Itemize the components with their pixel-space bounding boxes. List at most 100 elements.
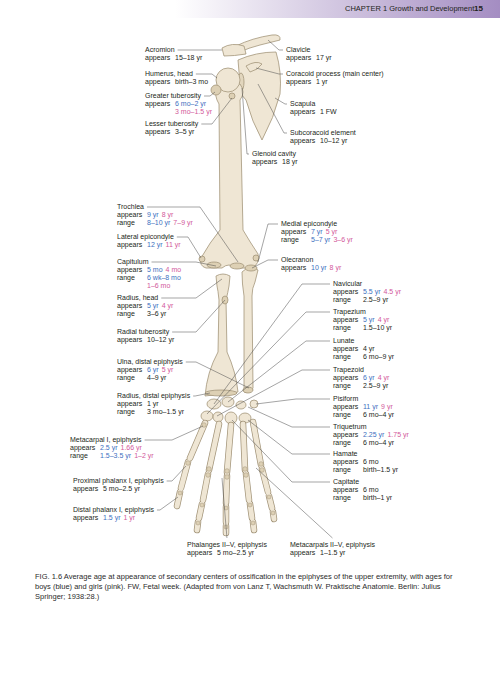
label-key: appears — [145, 78, 172, 86]
label-row: Triquetrum — [333, 423, 409, 431]
leader-line — [196, 74, 217, 78]
label-key: range — [333, 466, 360, 474]
boys-age: 8–10 yr — [147, 219, 170, 227]
girls-age: 4 mo — [166, 266, 182, 274]
boys-age: 6 yr — [147, 366, 159, 374]
part-label: Humerus, head — [145, 70, 193, 78]
medial-epicondyle — [253, 255, 259, 261]
label-key: appears — [70, 444, 97, 452]
boys-age: 5 yr — [363, 316, 375, 324]
part-label: Coracoid process (main center) — [286, 70, 384, 78]
label-group: Radius, headappears5 yr4 yrrange3–6 yr — [117, 294, 173, 318]
leader-line — [258, 224, 278, 262]
scapula — [238, 52, 281, 140]
label-row: Navicular — [333, 280, 401, 288]
part-label: 4–9 yr — [147, 374, 166, 382]
label-row: appears5 yr4 yr — [117, 302, 173, 310]
girls-age: 8 yr — [330, 264, 342, 272]
label-group: Scapulaappears1 FW — [290, 100, 337, 116]
label-row: Phalanges II–V, epiphysis — [187, 541, 267, 549]
label-row: Distal phalanx I, epiphysis — [73, 506, 154, 514]
label-group: Trochleaappears9 yr8 yrrange8–10 yr7–9 y… — [117, 203, 193, 227]
leader-line — [222, 478, 227, 538]
label-row: appears10–12 yr — [117, 336, 174, 344]
label-key: appears — [281, 228, 308, 236]
part-label: birth–1 yr — [363, 494, 392, 502]
label-row: appears1–1.5 yr — [290, 549, 375, 557]
label-row: Capitulum — [117, 258, 181, 266]
label-row: 1–6 mo — [117, 282, 181, 290]
girls-age: 8 yr — [162, 211, 174, 219]
boys-age: 12 yr — [147, 241, 163, 249]
label-row: range3–6 yr — [117, 310, 173, 318]
label-row: Humerus, head — [145, 70, 208, 78]
label-key: range — [70, 452, 97, 460]
coracoid — [246, 62, 262, 72]
label-group: Pisiformappears11 yr9 yrrange6 mo–4 yr — [333, 395, 394, 419]
ulna-distal-epiphysis — [243, 387, 253, 393]
trochlea — [230, 263, 244, 269]
olecranon — [245, 265, 257, 271]
label-row: 3 mo–1.5 yr — [145, 108, 212, 116]
label-group: Medial epicondyleappears7 yr5 yrrange5–7… — [281, 220, 353, 244]
label-row: appears6 mo–2 yr — [145, 100, 212, 108]
label-row: Trapezoid — [333, 366, 389, 374]
label-key: range — [333, 353, 360, 361]
label-group: Greater tuberosityappears6 mo–2 yr3 mo–1… — [145, 92, 212, 116]
label-row: Radius, distal epiphysis — [117, 392, 190, 400]
girls-age: 1–2 yr — [134, 452, 153, 460]
label-row: appears2.25 yr1.75 yr — [333, 431, 409, 439]
label-key: appears — [187, 549, 214, 557]
label-row: appears5.5 yr4.5 yr — [333, 288, 401, 296]
part-label: 6 mo–4 yr — [363, 411, 394, 419]
label-key: appears — [117, 400, 144, 408]
part-label: 17 yr — [316, 54, 332, 62]
label-row: appears1.5 yr1 yr — [73, 514, 154, 522]
hand-bones — [177, 422, 274, 533]
part-label: 3–5 yr — [175, 128, 194, 136]
label-key: appears — [286, 78, 313, 86]
part-label: Olecranon — [281, 256, 313, 264]
label-key: appears — [145, 100, 172, 108]
boys-age: 9 yr — [147, 211, 159, 219]
part-label: 10–12 yr — [147, 336, 174, 344]
label-group: Lateral epicondyleappears12 yr11 yr — [117, 233, 181, 249]
girls-age: 4 yr — [378, 316, 390, 324]
label-group: Metacarpal I, epiphysisappears2.5 yr1.66… — [70, 436, 154, 460]
boys-age: 5.5 yr — [363, 288, 381, 296]
boys-age: 2.5 yr — [100, 444, 118, 452]
label-row: rangebirth–1 yr — [333, 494, 392, 502]
part-label: Pisiform — [333, 395, 358, 403]
label-row: Metacarpal I, epiphysis — [70, 436, 154, 444]
label-key: range — [333, 439, 360, 447]
carpal-bone — [201, 411, 213, 421]
label-row: Proximal phalanx I, epiphysis — [73, 477, 164, 485]
label-key: appears — [290, 108, 317, 116]
page-number: 15 — [474, 5, 483, 13]
label-key: appears — [290, 137, 317, 145]
label-key: range — [333, 494, 360, 502]
leader-line — [161, 279, 222, 298]
girls-age: 5 yr — [326, 228, 338, 236]
label-key: appears — [333, 316, 360, 324]
part-label: Trapezium — [333, 308, 366, 316]
epiphyses — [178, 423, 275, 529]
label-row: Coracoid process (main center) — [286, 70, 384, 78]
leader-line — [217, 370, 330, 416]
header-bar — [0, 0, 500, 18]
label-row: Radius, head — [117, 294, 173, 302]
part-label: 4 yr — [363, 345, 375, 353]
label-key: appears — [286, 54, 313, 62]
leader-line — [228, 341, 330, 402]
part-label: birth–3 mo — [175, 78, 208, 86]
boys-age: 6 yr — [363, 374, 375, 382]
part-label: 3–6 yr — [147, 310, 166, 318]
label-group: Metacarpals II–V, epiphysisappears1–1.5 … — [290, 541, 375, 557]
part-label: Lesser tuberosity — [145, 120, 198, 128]
part-label: Subcoracoid element — [290, 129, 356, 137]
part-label: Medial epicondyle — [281, 220, 337, 228]
label-key: appears — [333, 345, 360, 353]
boys-age: 6 mo–2 yr — [175, 100, 206, 108]
label-group: Humerus, headappearsbirth–3 mo — [145, 70, 208, 86]
label-row: range6 mo–9 yr — [333, 353, 394, 361]
